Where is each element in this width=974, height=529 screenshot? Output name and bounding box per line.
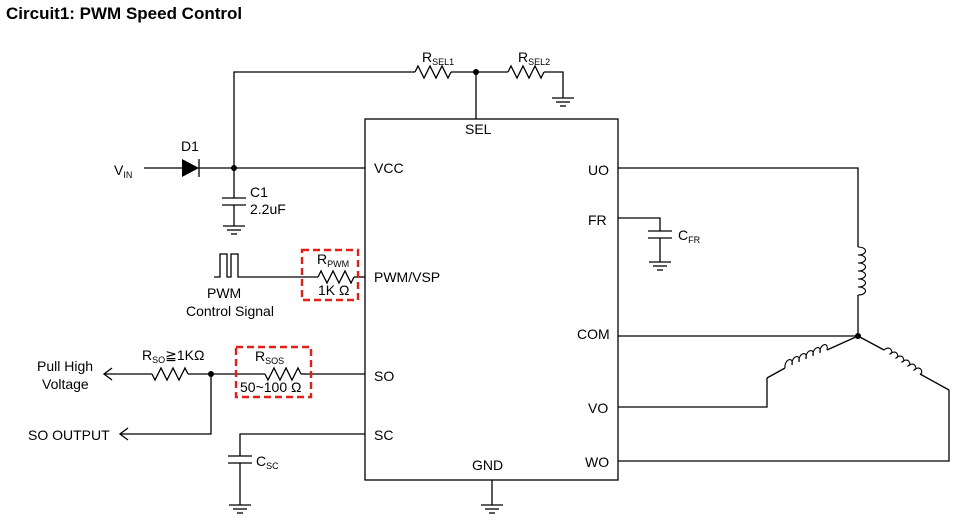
pin-label-sc: SC [374,427,393,443]
so-network [102,366,365,441]
pin-label-wo: WO [585,454,609,470]
pwm-signal-label-line1: PWM [207,285,241,301]
rso-label: RSO≧1KΩ [142,347,204,365]
rsos-value: 50~100 Ω [240,379,301,395]
pin-label-com: COM [577,326,610,342]
vin-network [144,159,365,235]
c1-value: 2.2uF [250,201,286,217]
w-winding-coil-icon [883,347,923,375]
pwm-signal-label-line2: Control Signal [186,303,274,319]
sel-network [233,64,574,168]
csc-label: CSC [256,453,279,471]
rpwm-value: 1K Ω [318,282,349,298]
ic-ground [481,480,503,514]
rsos-label: RSOS [255,348,284,366]
pin-label-pwm-vsp: PWM/VSP [374,269,440,285]
pull-high-label-line1: Pull High [37,358,93,374]
diode-d1-icon [182,159,199,177]
v-winding-coil-icon [784,344,828,369]
rpwm-highlight-box [300,248,360,302]
pin-label-vcc: VCC [374,160,404,176]
so-output-label: SO OUTPUT [28,427,110,443]
pull-high-arrow-icon [102,367,113,381]
pin-label-gnd: GND [472,457,503,473]
pull-high-label-line2: Voltage [42,376,89,392]
cfr-network [618,217,672,271]
pin-label-vo: VO [588,400,608,416]
pin-label-fr: FR [588,212,607,228]
vin-label: VIN [114,162,132,180]
pin-label-sel: SEL [465,121,492,137]
diagram-title: Circuit1: PWM Speed Control [6,4,242,23]
pin-label-uo: UO [588,162,609,178]
rsos-highlight-box [234,345,313,399]
c1-name: C1 [250,184,268,200]
motor-windings [618,167,950,462]
cfr-label: CFR [678,227,701,245]
pulse-waveform-icon [214,253,244,278]
rpwm-label: RPWM [317,251,349,269]
rsel1-label: RSEL1 [422,49,454,67]
pin-label-so: SO [374,368,394,384]
u-winding-coil-icon [857,246,867,296]
so-output-arrow-icon [118,427,129,441]
csc-network [228,433,365,514]
d1-label: D1 [181,138,199,154]
pwm-input [214,253,365,285]
rsel2-label: RSEL2 [518,49,550,67]
